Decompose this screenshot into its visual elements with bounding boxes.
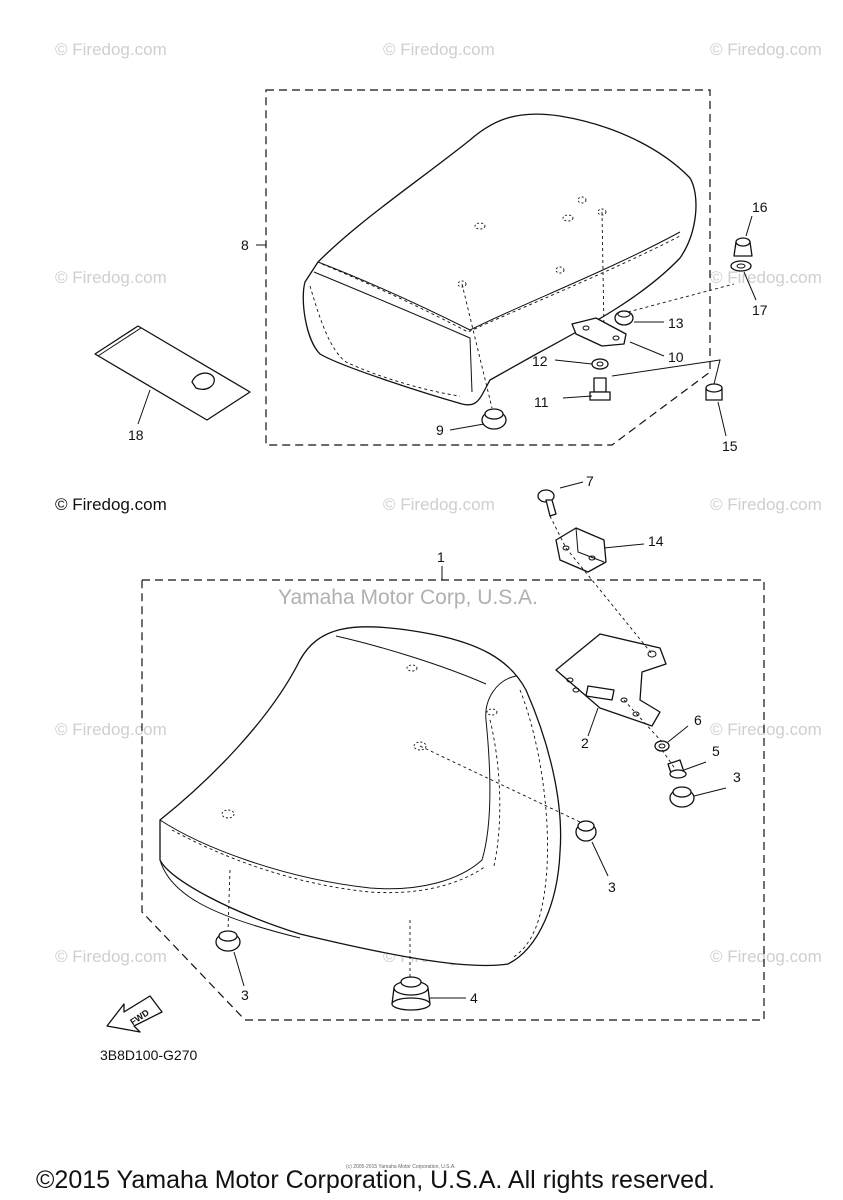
callout-15: 15	[722, 438, 738, 454]
bolt-5	[667, 759, 687, 779]
callout-6: 6	[694, 712, 702, 728]
callout-17: 17	[752, 302, 768, 318]
bolt-7	[537, 489, 557, 517]
damper-3	[215, 869, 241, 952]
callout-1: 1	[437, 549, 445, 565]
watermark: © Firedog.com	[55, 947, 167, 966]
corp-watermark: Yamaha Motor Corp, U.S.A.	[278, 586, 538, 609]
washer-6	[654, 740, 670, 752]
watermark: © Firedog.com	[383, 40, 495, 59]
callout-8: 8	[241, 237, 249, 253]
watermark: © Firedog.com	[55, 720, 167, 739]
damper-4	[391, 920, 431, 1011]
callout-16: 16	[752, 199, 768, 215]
callout-3: 3	[733, 769, 741, 785]
watermark: © Firedog.com	[710, 720, 822, 739]
small-copyright: (c) 2005-2015 Yamaha Motor Corporation, …	[346, 1164, 456, 1170]
callout-5: 5	[712, 743, 720, 759]
watermark: © Firedog.com	[383, 495, 495, 514]
damper-3	[419, 745, 597, 842]
rider-seat	[159, 626, 562, 967]
watermark: © Firedog.com	[55, 495, 167, 514]
callout-2: 2	[581, 735, 589, 751]
callout-13: 13	[668, 315, 684, 331]
nut-16	[733, 237, 753, 257]
callout-3: 3	[241, 987, 249, 1003]
callout-3: 3	[608, 879, 616, 895]
assembly-1-boundary	[141, 579, 765, 1021]
callout-11: 11	[534, 394, 549, 410]
watermark: © Firedog.com	[710, 268, 822, 287]
bracket-14	[555, 527, 607, 573]
callout-10: 10	[668, 349, 684, 365]
washer-12	[591, 358, 609, 370]
watermark: © Firedog.com	[710, 495, 822, 514]
damper-3	[669, 786, 695, 808]
watermark: © Firedog.com	[710, 947, 822, 966]
bracket-2	[555, 633, 667, 727]
fwd-arrow-icon: FWD	[106, 995, 163, 1033]
callout-9: 9	[436, 422, 444, 438]
callout-18: 18	[128, 427, 144, 443]
bolt-11	[589, 377, 611, 401]
callout-4: 4	[470, 990, 478, 1006]
callout-14: 14	[648, 533, 664, 549]
watermark: © Firedog.com	[710, 40, 822, 59]
assembly-8-boundary	[265, 89, 711, 446]
nut-15	[705, 383, 723, 401]
watermark: © Firedog.com	[55, 40, 167, 59]
copyright-notice: ©2015 Yamaha Motor Corporation, U.S.A. A…	[36, 1166, 715, 1194]
seat-strap	[94, 325, 251, 421]
callout-12: 12	[532, 353, 548, 369]
callout-7: 7	[586, 473, 594, 489]
watermark: © Firedog.com	[55, 268, 167, 287]
bracket-10	[571, 211, 627, 347]
grommet-13	[614, 310, 634, 326]
damper-9	[461, 283, 507, 430]
passenger-seat	[302, 113, 697, 406]
diagram-code: 3B8D100-G270	[100, 1047, 198, 1063]
washer-17	[730, 260, 752, 272]
